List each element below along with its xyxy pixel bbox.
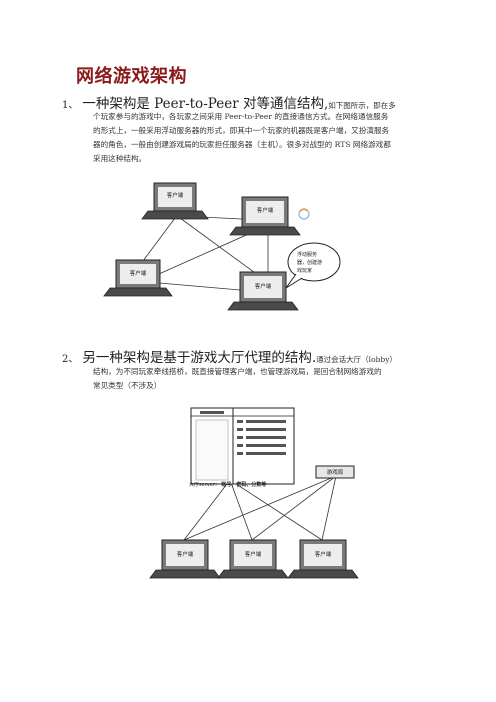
lobby-client-laptop-3: 客户端 (287, 539, 359, 579)
client-label: 客户端 (177, 550, 194, 558)
lobby-connection-lines (183, 475, 337, 541)
client-laptop-left: 客户端 (103, 259, 173, 297)
bubble-line: 浮动服务 (297, 251, 317, 258)
lobby-server-caption-tail: 账号、密码、分数等 (221, 481, 266, 488)
lobby-server: 大厅server： 账号、密码、分数等 (189, 407, 295, 488)
floating-server-bubble: 浮动服务 器，创建游 戏玩家 (285, 242, 341, 289)
paragraph-line: 器的角色，一般由创建游戏局的玩家担任服务器（主机）。很多对战型的 RTS 网络游… (93, 140, 391, 149)
section1-heading-tail: 如下图所示，即在多 (328, 101, 396, 110)
client-label: 客户端 (167, 191, 184, 199)
lobby-server-caption: 大厅server： (189, 481, 220, 488)
document-title: 网络游戏架构 (76, 66, 187, 87)
client-label: 客户端 (315, 550, 332, 558)
bubble-line: 器，创建游 (297, 259, 322, 266)
paragraph-line: 结构，为不同玩家牵线搭桥，既直接管理客户端，也管理游戏局，是回合制网络游戏的 (93, 367, 382, 376)
section2-heading-tail: 通过会话大厅（lobby） (316, 355, 397, 364)
client-label: 客户端 (255, 282, 272, 290)
section1-number: 1、 (62, 100, 79, 111)
bubble-line: 戏玩家 (297, 267, 312, 274)
swirl-icon (298, 208, 310, 220)
lobby-client-laptop-1: 客户端 (149, 539, 221, 579)
section1-paragraph: 个玩家参与的游戏中，各玩家之间采用 Peer-to-Peer 的直接通信方式。在… (93, 110, 433, 166)
p2p-connection-lines (139, 215, 269, 291)
game-session-box: 游戏局 (315, 465, 355, 479)
paragraph-line: 采用这种结构。 (93, 154, 147, 163)
section2-heading: 2、另一种架构是基于游戏大厅代理的结构.通过会话大厅（lobby） (62, 346, 397, 366)
section1-heading: 1、一种架构是 Peer-to-Peer 对等通信结构,如下图所示，即在多 (62, 92, 396, 112)
game-session-label: 游戏局 (327, 468, 344, 476)
section2-paragraph: 结构，为不同玩家牵线搭桥，既直接管理客户端，也管理游戏局，是回合制网络游戏的 常… (93, 365, 433, 393)
client-laptop-top-left: 客户端 (141, 182, 209, 220)
section1-heading-main: 一种架构是 Peer-to-Peer 对等通信结构, (82, 96, 329, 112)
client-laptop-top-right: 客户端 (229, 196, 301, 236)
paragraph-line: 的形式上，一般采用浮动服务器的形式，即其中一个玩家的机器既是客户端，又扮演服务 (93, 126, 390, 135)
paragraph-line: 常见类型（不涉及） (93, 381, 162, 390)
section2-number: 2、 (62, 354, 79, 365)
client-label: 客户端 (130, 269, 147, 277)
lobby-client-laptop-2: 客户端 (217, 539, 289, 579)
paragraph-line: 个玩家参与的游戏中，各玩家之间采用 Peer-to-Peer 的直接通信方式。在… (93, 112, 389, 121)
client-label: 客户端 (245, 550, 262, 558)
client-laptop-host: 客户端 (227, 271, 299, 311)
client-label: 客户端 (257, 206, 274, 214)
section2-heading-main: 另一种架构是基于游戏大厅代理的结构. (82, 350, 317, 366)
svg-text:大厅server： 账号、密码、分数等: 大厅server： 账号、密码、分数等 (189, 481, 266, 488)
